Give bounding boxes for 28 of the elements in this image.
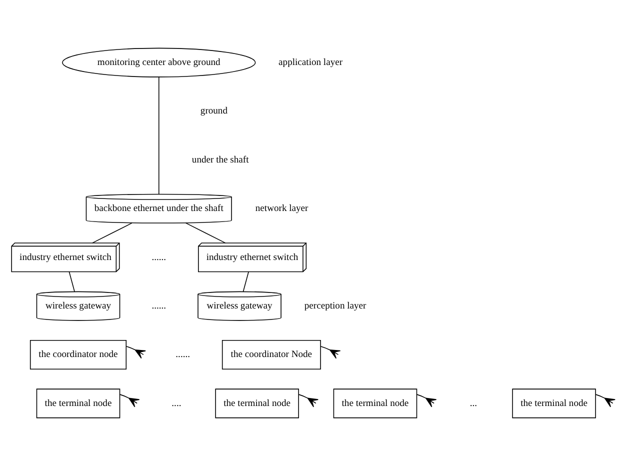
connector (416, 394, 426, 398)
node-box: the coordinator Node (222, 339, 321, 369)
label: ... (470, 397, 477, 408)
label: perception layer (304, 300, 366, 312)
connector (186, 222, 226, 243)
connector (320, 345, 330, 350)
node-box: the terminal node (512, 388, 596, 418)
connector (119, 394, 130, 398)
node-box: the coordinator node (30, 339, 127, 369)
label: application layer (278, 56, 343, 68)
label: under the shaft (192, 154, 249, 165)
node-box: the terminal node (36, 388, 120, 418)
node-box: the terminal node (333, 388, 418, 418)
label: ground (200, 105, 228, 116)
label: ...... (152, 300, 166, 312)
connector (126, 345, 136, 350)
connector (242, 270, 249, 292)
label: ...... (152, 251, 166, 262)
label: .... (172, 397, 182, 408)
node-ellipse: monitoring center above ground (62, 47, 256, 77)
connector (68, 270, 75, 292)
connector (298, 394, 308, 398)
connector (92, 222, 132, 243)
node-box: the terminal node (215, 388, 299, 418)
connector (158, 76, 160, 194)
label: network layer (255, 202, 308, 214)
label: ...... (176, 348, 190, 360)
connector (595, 394, 605, 398)
